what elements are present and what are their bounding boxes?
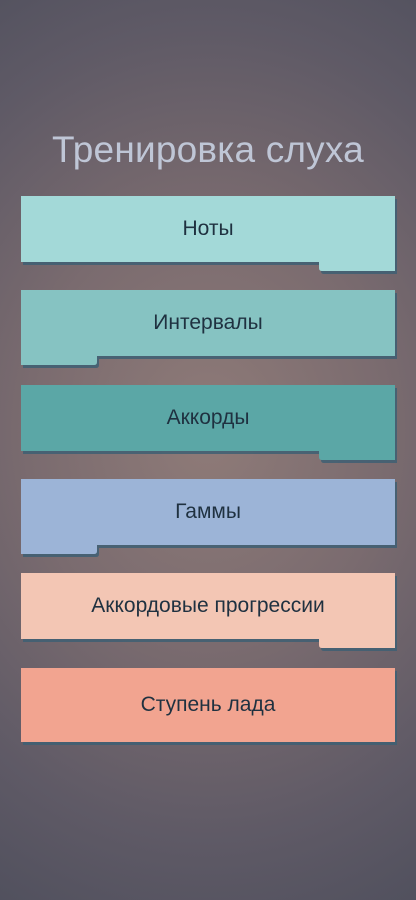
menu-item-chord-progressions[interactable]: Аккордовые прогрессии <box>0 573 416 652</box>
menu-item-label: Ступень лада <box>140 693 276 716</box>
menu-item-body <box>21 668 395 742</box>
menu-item-notes[interactable]: Ноты <box>0 196 416 275</box>
menu-item-body <box>21 385 395 460</box>
menu-item-shape <box>21 290 397 368</box>
menu-item-scale-degrees[interactable]: Ступень лада <box>0 668 416 755</box>
menu-item-label: Аккордовые прогрессии <box>91 594 325 617</box>
menu-item-chords[interactable]: Аккорды <box>0 385 416 464</box>
menu-item-label: Гаммы <box>175 500 241 523</box>
menu-item-label: Интервалы <box>153 311 263 334</box>
menu-item-shape <box>21 385 397 463</box>
menu-item-shape <box>21 573 397 651</box>
menu-item-scales[interactable]: Гаммы <box>0 479 416 558</box>
menu-item-body <box>21 196 395 271</box>
menu-item-body <box>21 573 395 648</box>
menu-item-shape <box>21 668 397 745</box>
menu-item-shape <box>21 479 397 557</box>
menu-item-label: Аккорды <box>166 406 250 429</box>
page-title: Тренировка слуха <box>52 128 364 170</box>
menu-item-shape <box>21 196 397 274</box>
menu-item-body <box>21 479 395 554</box>
menu-item-label: Ноты <box>182 217 234 240</box>
menu-item-body <box>21 290 395 365</box>
menu-item-intervals[interactable]: Интервалы <box>0 290 416 369</box>
